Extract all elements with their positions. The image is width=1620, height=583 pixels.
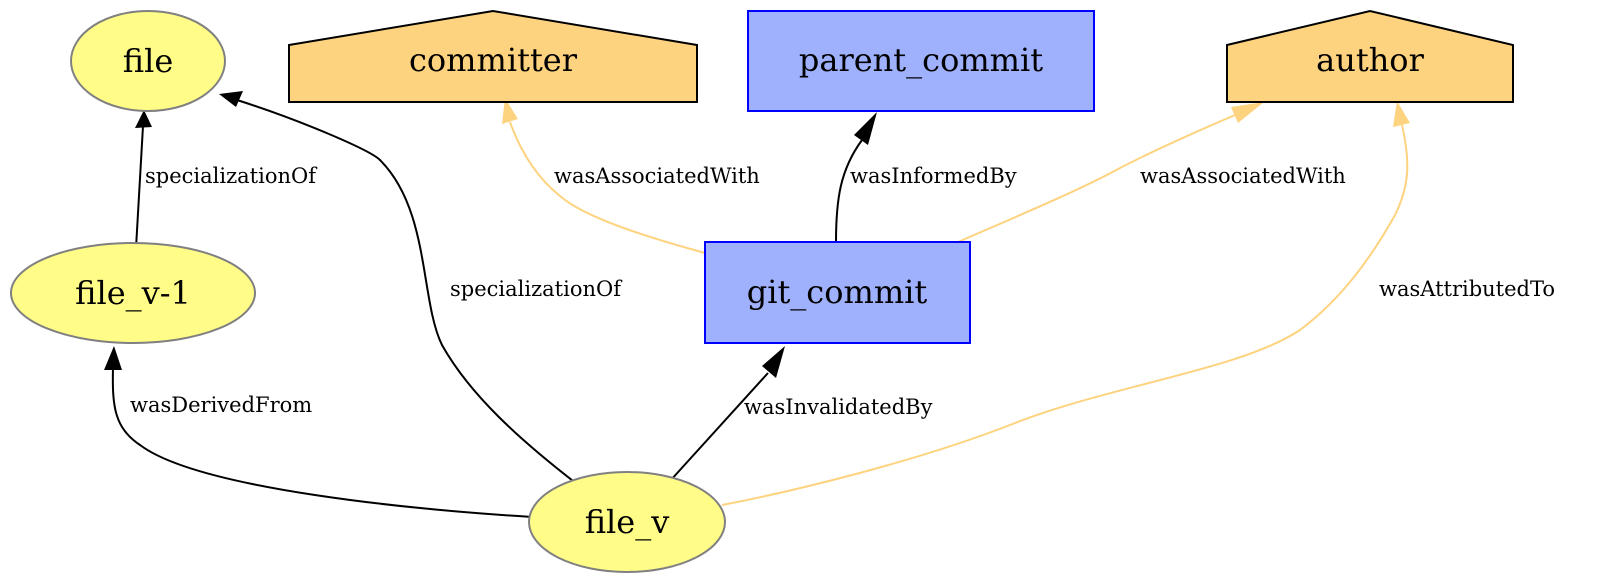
node-parent-commit-label: parent_commit	[799, 41, 1043, 79]
edge-was-associated-with-committer-arrowhead	[502, 98, 518, 124]
edge-was-invalidated-by	[669, 372, 769, 482]
edge-label-was-derived-from: wasDerivedFrom	[130, 393, 312, 417]
node-git-commit[interactable]: git_commit	[704, 241, 971, 344]
edge-was-associated-with-committer	[509, 121, 706, 254]
node-file-label: file	[123, 42, 174, 80]
edge-was-derived-from-arrowhead	[104, 346, 122, 370]
node-file-v-1-shape	[10, 242, 256, 344]
edge-was-invalidated-by-arrowhead	[762, 346, 785, 378]
node-author-label: author	[1316, 41, 1424, 79]
edge-label-was-associated-with-committer: wasAssociatedWith	[554, 164, 760, 188]
node-parent-commit-shape	[747, 10, 1095, 112]
node-file-shape	[70, 10, 226, 112]
node-file-v-shape	[528, 471, 726, 573]
edge-was-derived-from	[111, 367, 533, 518]
nodes: file committer parent_commit author file…	[10, 9, 1514, 573]
edge-label-specialization-of-prev: specializationOf	[145, 164, 318, 188]
node-file-v-label: file_v	[585, 503, 670, 541]
edge-was-associated-with-author-arrowhead	[1231, 102, 1264, 123]
node-committer-shape	[288, 9, 698, 103]
node-file-v[interactable]: file_v	[528, 471, 726, 573]
node-file-v-1[interactable]: file_v-1	[10, 242, 256, 344]
edge-label-was-attributed-to: wasAttributedTo	[1379, 277, 1555, 301]
edge-was-attributed-to-arrowhead	[1393, 101, 1410, 127]
edge-label-was-invalidated-by: wasInvalidatedBy	[744, 395, 933, 419]
node-author[interactable]: author	[1226, 9, 1514, 103]
edge-was-associated-with-author	[957, 114, 1236, 243]
edge-specialization-of-prev-arrowhead	[135, 110, 152, 128]
edge-specialization-of-current	[236, 99, 578, 485]
node-file-v-1-label: file_v-1	[75, 274, 191, 312]
node-file[interactable]: file	[70, 10, 226, 112]
edge-specialization-of-prev	[135, 125, 144, 249]
node-parent-commit[interactable]: parent_commit	[747, 10, 1095, 112]
node-git-commit-shape	[704, 241, 971, 344]
edge-specialization-of-current-arrowhead	[219, 91, 243, 107]
edge-was-informed-by	[835, 139, 863, 243]
edges: specializationOf specializationOf wasDer…	[104, 91, 1555, 518]
edge-label-was-informed-by: wasInformedBy	[850, 164, 1017, 188]
edge-was-informed-by-arrowhead	[854, 112, 877, 145]
node-committer-label: committer	[409, 41, 578, 79]
edge-was-attributed-to	[721, 124, 1409, 506]
edge-label-specialization-of-current: specializationOf	[450, 277, 623, 301]
node-git-commit-label: git_commit	[747, 273, 928, 311]
edge-label-was-associated-with-author: wasAssociatedWith	[1140, 164, 1346, 188]
node-committer[interactable]: committer	[288, 9, 698, 103]
node-author-shape	[1226, 9, 1514, 103]
